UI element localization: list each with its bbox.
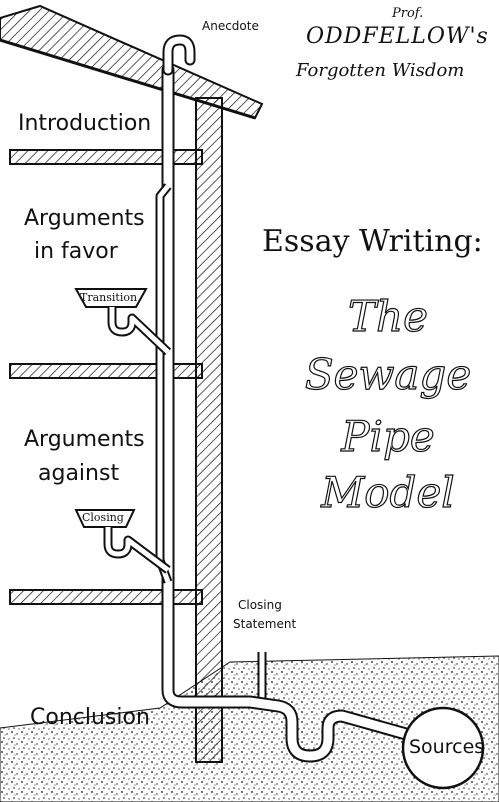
title-word-the: The bbox=[347, 291, 428, 341]
section-arguments-favor-2: in favor bbox=[34, 239, 118, 264]
transition-funnel bbox=[74, 288, 148, 308]
title-word-model: Model bbox=[321, 467, 456, 517]
label-transition: Transition bbox=[80, 291, 138, 304]
section-introduction: Introduction bbox=[18, 111, 152, 136]
roof bbox=[0, 4, 264, 120]
title-word-sewage: Sewage bbox=[304, 349, 472, 399]
label-closing-statement-1: Closing bbox=[238, 598, 282, 612]
title-line1: Essay Writing: bbox=[262, 224, 483, 259]
closing-funnel bbox=[74, 509, 136, 528]
brand-tagline: Forgotten Wisdom bbox=[296, 60, 465, 81]
brand-name: ODDFELLOW's bbox=[306, 24, 489, 49]
ground bbox=[0, 655, 499, 802]
label-anecdote: Anecdote bbox=[202, 19, 259, 33]
wall bbox=[195, 97, 223, 763]
section-conclusion: Conclusion bbox=[30, 705, 150, 730]
label-sources: Sources bbox=[409, 736, 485, 758]
section-arguments-against-2: against bbox=[38, 461, 120, 486]
brand-prefix: Prof. bbox=[392, 6, 424, 21]
label-closing: Closing bbox=[82, 511, 124, 524]
sources-tank bbox=[401, 706, 485, 790]
section-arguments-against-1: Arguments bbox=[24, 427, 145, 452]
section-arguments-favor-1: Arguments bbox=[24, 206, 145, 231]
title-word-pipe: Pipe bbox=[341, 411, 436, 461]
label-closing-statement-2: Statement bbox=[233, 617, 297, 631]
